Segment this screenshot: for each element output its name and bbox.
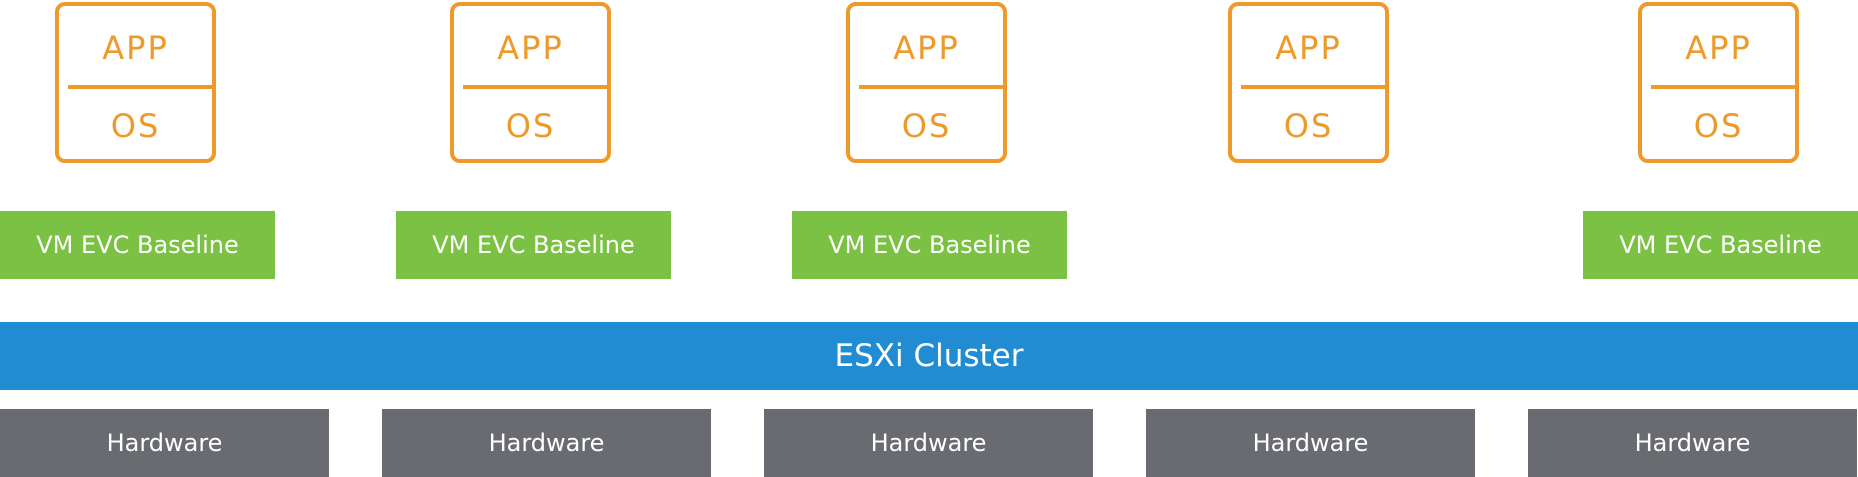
hardware-block-5: Hardware: [1528, 409, 1857, 477]
vm-app-label: APP: [497, 29, 564, 67]
hardware-block-1: Hardware: [0, 409, 329, 477]
vm-box-4: APP OS: [1228, 2, 1389, 163]
vm-os-label: OS: [1693, 107, 1744, 145]
vm-box-5: APP OS: [1638, 2, 1799, 163]
vm-app-label: APP: [1275, 29, 1342, 67]
vm-divider: [1651, 85, 1797, 89]
hardware-block-4: Hardware: [1146, 409, 1475, 477]
vm-os-label: OS: [1283, 107, 1334, 145]
evc-baseline-3: VM EVC Baseline: [792, 211, 1067, 279]
vm-os-label: OS: [505, 107, 556, 145]
evc-baseline-1: VM EVC Baseline: [0, 211, 275, 279]
vm-app-label: APP: [893, 29, 960, 67]
hardware-block-3: Hardware: [764, 409, 1093, 477]
vm-app-label: APP: [1685, 29, 1752, 67]
evc-baseline-4: VM EVC Baseline: [1583, 211, 1858, 279]
vm-app-label: APP: [102, 29, 169, 67]
vm-os-label: OS: [110, 107, 161, 145]
vm-os-label: OS: [901, 107, 952, 145]
vm-divider: [463, 85, 609, 89]
vm-divider: [859, 85, 1005, 89]
evc-baseline-2: VM EVC Baseline: [396, 211, 671, 279]
vm-divider: [1241, 85, 1387, 89]
vm-box-1: APP OS: [55, 2, 216, 163]
esxi-cluster-bar: ESXi Cluster: [0, 322, 1858, 390]
vm-box-2: APP OS: [450, 2, 611, 163]
hardware-block-2: Hardware: [382, 409, 711, 477]
vm-divider: [68, 85, 214, 89]
vm-box-3: APP OS: [846, 2, 1007, 163]
